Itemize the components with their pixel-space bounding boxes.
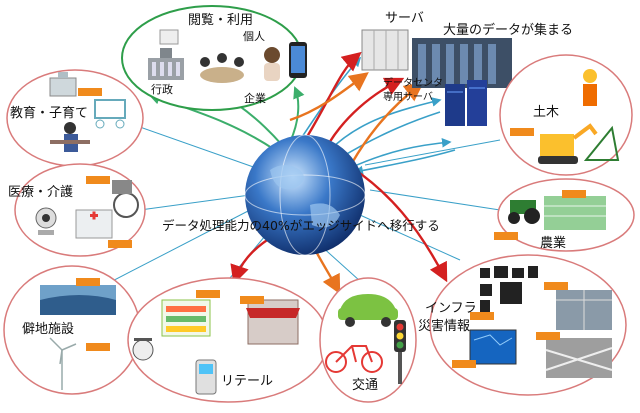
browse-person-label: 個人 bbox=[243, 30, 265, 43]
car-icon bbox=[338, 294, 398, 327]
excavator-icon bbox=[538, 123, 598, 164]
worker-icon bbox=[583, 69, 597, 106]
crib-icon bbox=[94, 99, 126, 129]
tractor-icon bbox=[508, 200, 540, 224]
edge-device-icon bbox=[544, 282, 568, 290]
camera-icon bbox=[35, 207, 57, 235]
wheelchair-icon bbox=[112, 180, 139, 218]
remote-node: 僻地施設 bbox=[3, 265, 141, 395]
edge-device-icon bbox=[510, 128, 534, 136]
infra-label-2: 災害情報 bbox=[418, 318, 470, 334]
education-node: 教育・子育て bbox=[6, 69, 144, 167]
browse-node: 閲覧・利用 個人 行政 企業 bbox=[121, 5, 307, 111]
map-icon bbox=[469, 329, 517, 365]
edge-device-icon bbox=[78, 88, 102, 96]
ticket-machine-icon bbox=[195, 359, 217, 395]
teacher-icon bbox=[50, 122, 90, 152]
medical-node: 医療・介護 bbox=[8, 163, 146, 257]
smartphone-icon bbox=[289, 42, 307, 78]
edge-device-icon bbox=[494, 232, 518, 240]
edge-device-icon bbox=[470, 312, 494, 320]
medical-label: 医療・介護 bbox=[8, 184, 73, 200]
datacenter-label-1: データセンタ bbox=[383, 76, 443, 89]
center-caption: データ処理能力の40%がエッジサイドへ移行する bbox=[162, 218, 440, 233]
edge-device-icon bbox=[562, 190, 586, 198]
edge-device-icon bbox=[86, 343, 110, 351]
browse-company-label: 企業 bbox=[244, 91, 266, 105]
server-rack-icon bbox=[361, 29, 409, 71]
crane-icon bbox=[583, 125, 620, 161]
big-data-label: 大量のデータが集まる bbox=[443, 22, 573, 38]
datacenter-label-2: 専用サーバ bbox=[383, 91, 433, 103]
server-area: サーバ 大量のデータが集まる データセンタ 専用サーバ bbox=[361, 11, 573, 126]
retail-node: リテール bbox=[127, 277, 329, 403]
education-label: 教育・子育て bbox=[10, 105, 88, 121]
browse-admin-label: 行政 bbox=[151, 82, 173, 96]
greenhouse-icon bbox=[544, 196, 606, 230]
hospital-icon bbox=[75, 209, 113, 239]
remote-label: 僻地施設 bbox=[22, 321, 74, 337]
traffic-node: 交通 bbox=[319, 277, 417, 403]
meeting-icon bbox=[159, 29, 244, 83]
agri-node: 農業 bbox=[494, 178, 635, 252]
agri-label: 農業 bbox=[540, 235, 566, 251]
dedicated-server-icon bbox=[445, 80, 487, 126]
traffic-label: 交通 bbox=[352, 377, 378, 393]
browse-title: 閲覧・利用 bbox=[188, 12, 253, 28]
globe-icon bbox=[244, 134, 366, 256]
shop-icon bbox=[161, 299, 300, 345]
civil-label: 土木 bbox=[533, 105, 559, 120]
civil-node: 土木 bbox=[499, 54, 633, 176]
edge-device-icon bbox=[196, 290, 220, 298]
retail-label: リテール bbox=[221, 374, 273, 389]
solar-panel-icon bbox=[40, 285, 116, 315]
infra-node: インフラ 災害情報 bbox=[418, 254, 627, 396]
wind-turbine-icon bbox=[49, 337, 77, 390]
server-label: サーバ bbox=[385, 11, 424, 26]
infra-label-1: インフラ bbox=[425, 301, 477, 316]
bicycle-icon bbox=[325, 345, 383, 373]
edge-device-icon bbox=[240, 296, 264, 304]
person-icon bbox=[264, 47, 280, 81]
building-icon bbox=[148, 48, 184, 80]
edge-device-icon bbox=[108, 240, 132, 248]
datacenter-icon bbox=[412, 38, 512, 88]
edge-device-icon bbox=[76, 278, 100, 286]
edge-device-icon bbox=[86, 176, 110, 184]
edge-device-icon bbox=[452, 360, 476, 368]
bridge-icon bbox=[556, 290, 612, 330]
edge-device-icon bbox=[536, 332, 560, 340]
city-icon bbox=[480, 266, 538, 320]
school-icon bbox=[49, 72, 77, 97]
traffic-light-icon bbox=[394, 320, 406, 384]
scale-icon bbox=[132, 338, 154, 361]
highway-icon bbox=[545, 338, 613, 378]
